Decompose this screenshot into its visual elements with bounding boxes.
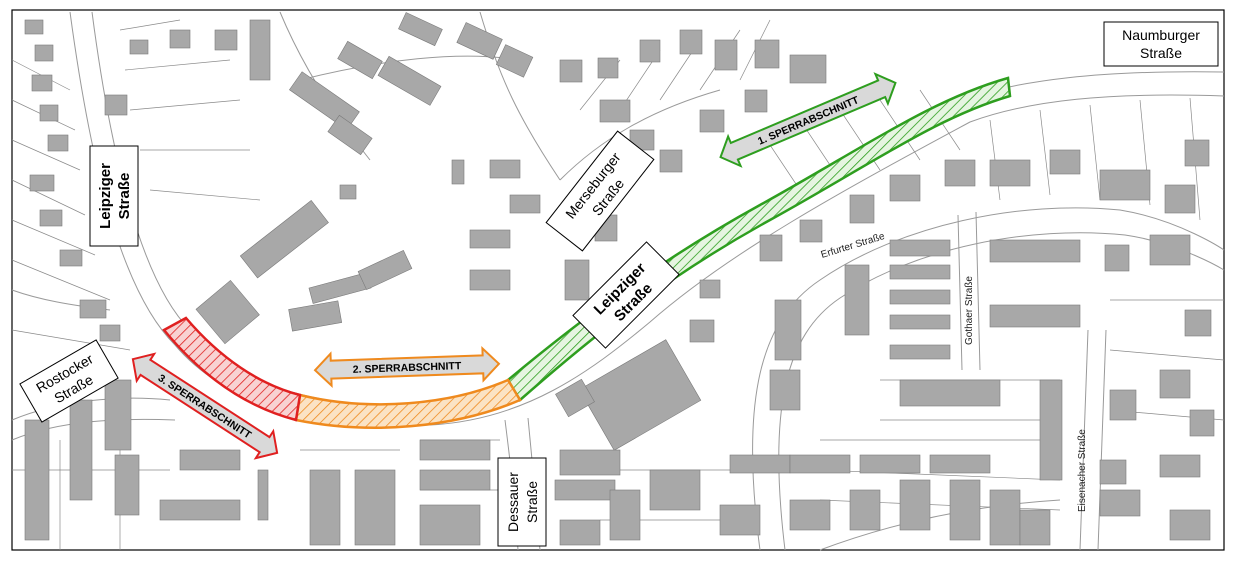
svg-text:Straße: Straße (524, 481, 540, 523)
label-dessauer-strasse: Dessauer Straße (497, 457, 547, 547)
svg-text:Naumburger: Naumburger (1122, 27, 1200, 43)
svg-text:Dessauer: Dessauer (505, 472, 521, 532)
section-2-arrow: 2. SPERRABSCHNITT (313, 345, 501, 389)
section-2-area (294, 378, 522, 429)
label-gothaer-strasse: Gothaer Straße (964, 276, 975, 345)
label-naumburger-strasse: Naumburger Straße (1103, 21, 1219, 67)
section-2-label: 2. SPERRABSCHNITT (353, 360, 462, 376)
svg-text:Straße: Straße (116, 173, 133, 220)
svg-text:Straße: Straße (1140, 45, 1182, 61)
section-3-area (162, 316, 302, 422)
label-eisenacher-strasse: Eisenacher Straße (1077, 429, 1088, 512)
label-rostocker-strasse: Rostocker Straße (19, 339, 119, 423)
label-leipziger-strasse-west: Leipziger Straße (89, 145, 139, 247)
svg-text:Leipziger: Leipziger (97, 163, 114, 229)
buildings (24, 12, 1215, 546)
